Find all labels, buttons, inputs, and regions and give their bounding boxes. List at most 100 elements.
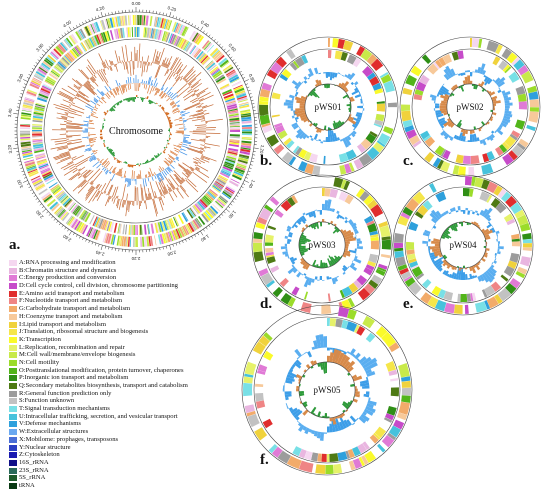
scale-tick (95, 243, 96, 245)
legend-item: 16S_rRNA (9, 459, 259, 467)
gene-block (114, 223, 118, 233)
gc-bar (72, 103, 75, 104)
gene-block (471, 155, 480, 164)
gc-bar (186, 180, 198, 192)
skew-bar (299, 127, 301, 129)
gc-bar (97, 90, 103, 96)
gc-bar (150, 86, 153, 94)
pws01-label: pWS01 (308, 102, 348, 112)
gc-bar (165, 95, 168, 98)
gc-bar (145, 178, 147, 186)
gc-bar (115, 50, 118, 63)
skew-bar (433, 225, 437, 228)
skew-bar (291, 108, 294, 111)
scale-tick (30, 190, 32, 191)
scale-tick-label: 0.80 (248, 73, 256, 83)
gc-bar (190, 98, 198, 102)
scale-tick (173, 244, 174, 246)
legend-swatch (9, 283, 17, 289)
gc-bar (73, 170, 78, 173)
legend-item: U:Intracellular trafficking, secretion, … (9, 413, 259, 421)
skew-bar (139, 165, 140, 166)
scale-tick (65, 227, 66, 229)
gc-bar (148, 177, 149, 181)
legend-swatch (9, 275, 17, 281)
scale-tick (23, 87, 25, 88)
skew-bar (442, 84, 444, 86)
gc-bar (152, 176, 154, 180)
skew-bar (467, 210, 470, 215)
gc-bar (68, 86, 78, 93)
gc-bar (141, 184, 142, 200)
scale-tick (246, 177, 248, 178)
scale-tick (247, 87, 249, 88)
gc-bar (96, 164, 101, 168)
skew-bar (169, 131, 170, 132)
gc-bar (144, 84, 145, 89)
gene-block (321, 454, 326, 462)
scale-tick (20, 93, 22, 94)
gene-block (408, 222, 418, 232)
gc-bar (170, 93, 174, 97)
skew-bar (286, 403, 288, 406)
skew-bar (159, 105, 161, 107)
legend-swatch (9, 298, 17, 304)
gc-bar (53, 153, 69, 158)
gene-block (259, 105, 268, 116)
gc-bar (193, 172, 207, 182)
scale-tick (216, 219, 218, 221)
gc-bar (62, 118, 67, 119)
scale-tick (226, 209, 230, 212)
scale-tick (24, 84, 26, 85)
gc-bar (71, 173, 80, 180)
skew-bar (323, 72, 326, 73)
gc-bar (119, 56, 121, 63)
scale-tick (192, 24, 193, 26)
gene-block (325, 465, 333, 474)
scale-tick (62, 35, 64, 37)
gc-bar (147, 85, 150, 93)
scale-tick (20, 168, 22, 169)
gc-bar (174, 161, 176, 162)
gc-bar (205, 144, 220, 147)
gc-bar (130, 179, 131, 185)
skew-bar (495, 256, 497, 259)
skew-bar (328, 84, 330, 88)
gc-bar (55, 142, 67, 144)
scale-tick (189, 22, 190, 24)
scale-tick (244, 79, 249, 81)
gene-block (457, 294, 460, 302)
gene-block (530, 99, 539, 107)
scale-tick (219, 216, 221, 218)
skew-bar (127, 163, 128, 164)
gene-block (382, 240, 391, 250)
skew-bar (360, 101, 362, 104)
gc-bar (200, 160, 205, 162)
gene-block (142, 237, 144, 247)
gc-bar (126, 201, 128, 217)
gene-block (131, 225, 133, 235)
gc-bar (195, 125, 206, 126)
scale-tick (246, 84, 248, 85)
scale-tick (221, 214, 223, 216)
scale-tick (232, 201, 234, 202)
scale-tick (249, 93, 251, 94)
legend-swatch (9, 452, 17, 458)
gc-bar (198, 92, 210, 98)
legend-swatch (9, 475, 17, 481)
scale-tick (173, 15, 174, 17)
legend-item: I:Lipid transport and metabolism (9, 321, 259, 329)
scale-tick (23, 180, 28, 182)
scale-tick-label: 3.20 (7, 144, 13, 154)
skew-bar (145, 98, 147, 99)
gene-block (140, 225, 142, 235)
gc-bar (104, 169, 106, 172)
gc-bar (94, 107, 97, 109)
scale-tick (166, 246, 167, 248)
gc-bar (91, 114, 93, 115)
scale-tick (54, 219, 56, 221)
gc-bar (200, 145, 204, 146)
legend-label: T:Signal transduction mechanisms (19, 405, 110, 413)
panel-b-letter: b. (260, 153, 272, 170)
gene-block (401, 104, 410, 111)
